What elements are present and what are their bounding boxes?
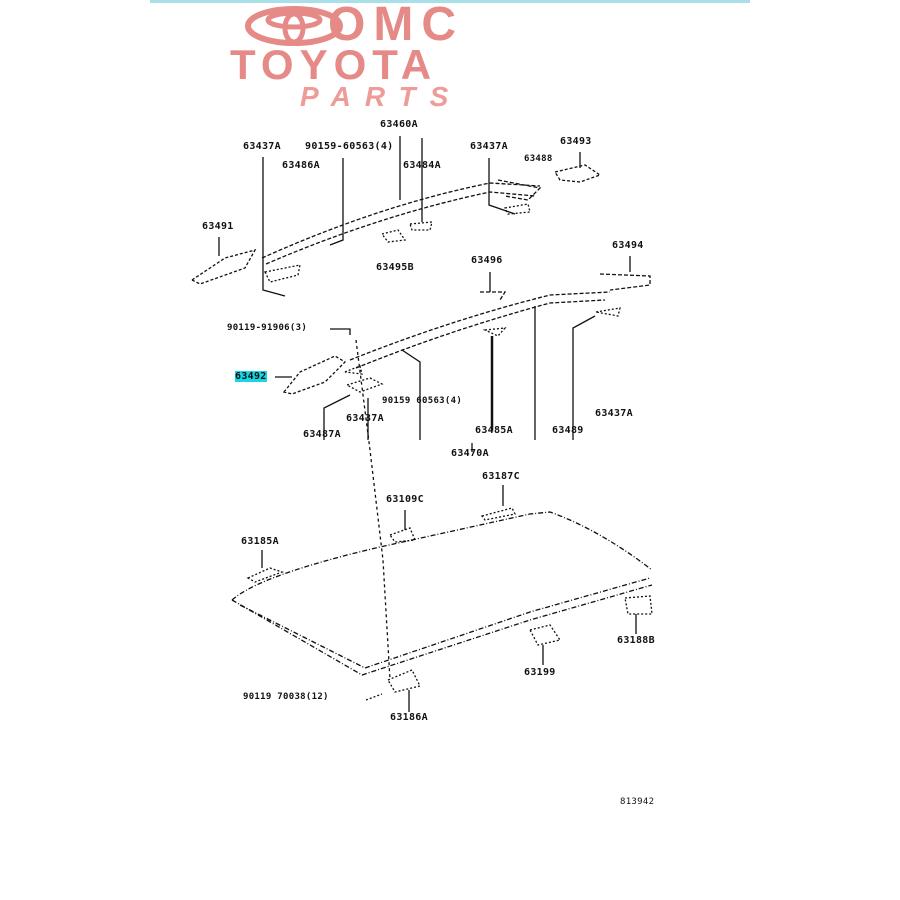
small-parts-upper — [264, 203, 531, 283]
end-cap-63493 — [553, 164, 602, 183]
part-label[interactable]: 63437A — [595, 408, 633, 419]
leader-lines-middle — [275, 306, 596, 452]
omc-toyota-parts-logo: OMC TOYOTA PARTS — [220, 0, 640, 114]
part-label[interactable]: 63486A — [282, 160, 320, 171]
part-label-highlighted[interactable]: 63492 — [235, 371, 267, 382]
end-cap-63492 — [282, 355, 347, 395]
part-label[interactable]: 63460A — [380, 119, 418, 130]
end-cap-63491 — [190, 248, 257, 285]
small-parts-middle — [344, 307, 621, 393]
logo-omc: OMC — [328, 0, 464, 51]
part-label[interactable]: 63470A — [451, 448, 489, 459]
logo-parts: PARTS — [300, 81, 463, 112]
part-label[interactable]: 63487A — [303, 429, 341, 440]
logo-toyota: TOYOTA — [230, 41, 438, 88]
roof-panel — [231, 511, 653, 676]
part-label[interactable]: 63185A — [241, 536, 279, 547]
part-label[interactable]: 63437A — [243, 141, 281, 152]
leader-lines-upper — [218, 136, 631, 297]
roof-rail-middle — [349, 273, 651, 369]
clip-parts-lower — [246, 507, 653, 701]
part-label[interactable]: 90119 70038(12) — [243, 692, 329, 702]
part-label[interactable]: 63186A — [390, 712, 428, 723]
part-label[interactable]: 63493 — [560, 136, 592, 147]
roof-rail-upper — [261, 179, 542, 265]
part-label[interactable]: 63437A — [346, 413, 384, 424]
part-label[interactable]: 63495B — [376, 262, 414, 273]
figure-id: 813942 — [620, 797, 655, 807]
part-label[interactable]: 90159 60563(4) — [382, 396, 463, 406]
part-label[interactable]: 63199 — [524, 667, 556, 678]
part-label[interactable]: 63109C — [386, 494, 424, 505]
part-label[interactable]: 63494 — [612, 240, 644, 251]
part-label[interactable]: 90119-91906(3) — [227, 323, 308, 333]
part-label[interactable]: 63437A — [470, 141, 508, 152]
part-label[interactable]: 63485A — [475, 425, 513, 436]
alignment-line — [355, 339, 391, 681]
top-bar — [150, 0, 750, 3]
part-label[interactable]: 63489 — [552, 425, 584, 436]
part-label[interactable]: 63491 — [202, 221, 234, 232]
part-label[interactable]: 63187C — [482, 471, 520, 482]
part-label[interactable]: 63488 — [524, 154, 553, 164]
toyota-emblem-icon — [245, 6, 343, 46]
part-label[interactable]: 63496 — [471, 255, 503, 266]
part-label[interactable]: 90159-60563(4) — [305, 141, 394, 152]
part-label[interactable]: 63484A — [403, 160, 441, 171]
leader-lines-lower — [261, 485, 637, 712]
part-label[interactable]: 63188B — [617, 635, 655, 646]
